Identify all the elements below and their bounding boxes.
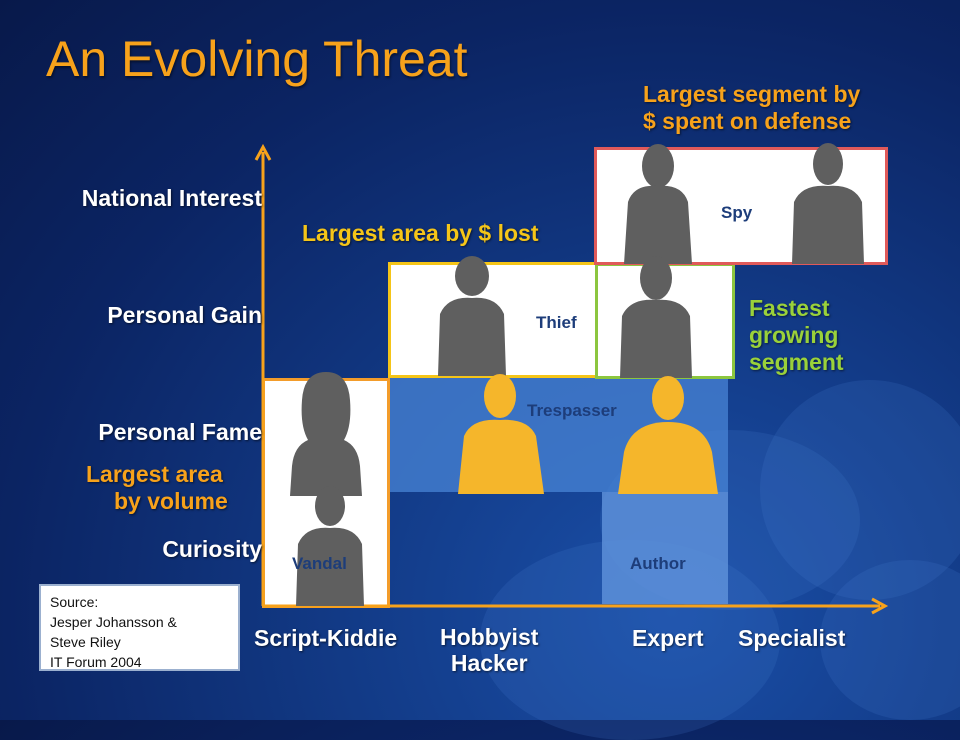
x-label-expert: Expert [632,625,704,651]
person-silhouette-icon [438,256,506,376]
y-label-personal-fame: Personal Fame [98,419,262,445]
segment-label-thief: Thief [536,313,577,332]
x-label-specialist: Specialist [738,625,846,651]
person-silhouette-icon [458,374,544,494]
source-line: Source: [50,594,99,610]
axes [254,143,889,615]
source-line: Jesper Johansson & [50,614,177,630]
segment-label-author: Author [630,554,686,573]
source-line: IT Forum 2004 [50,654,142,670]
author-region [602,492,728,604]
segment-label-vandal: Vandal [292,554,347,573]
source-line: Steve Riley [50,634,121,650]
person-silhouette-icon [620,256,692,378]
note-largest-lost: Largest area by $ lost [302,220,539,246]
person-silhouette-icon [618,376,718,494]
person-silhouette-icon [296,486,364,606]
person-silhouette-icon [290,372,362,496]
y-label-national-interest: National Interest [81,185,262,211]
note-fastest-growing: Fastest growing segment [749,295,844,375]
x-label-script-kiddie: Script-Kiddie [254,625,398,651]
segment-label-trespasser: Trespasser [527,401,617,420]
slide-title: An Evolving Threat [46,31,468,87]
background-blob [820,560,960,720]
person-silhouette-icon [792,143,864,264]
note-largest-volume: Largest area by volume [86,461,228,514]
y-label-personal-gain: Personal Gain [107,302,262,328]
y-label-curiosity: Curiosity [162,536,262,562]
x-label-hobbyist-hacker: Hobbyist Hacker [440,624,539,676]
person-silhouette-icon [624,144,692,264]
axis-arrow-icon [254,143,889,615]
note-largest-defense: Largest segment by $ spent on defense [643,81,861,134]
source-citation-box: Source: Jesper Johansson & Steve Riley I… [39,584,240,671]
segment-label-spy: Spy [721,203,753,222]
background-blob [760,380,960,600]
